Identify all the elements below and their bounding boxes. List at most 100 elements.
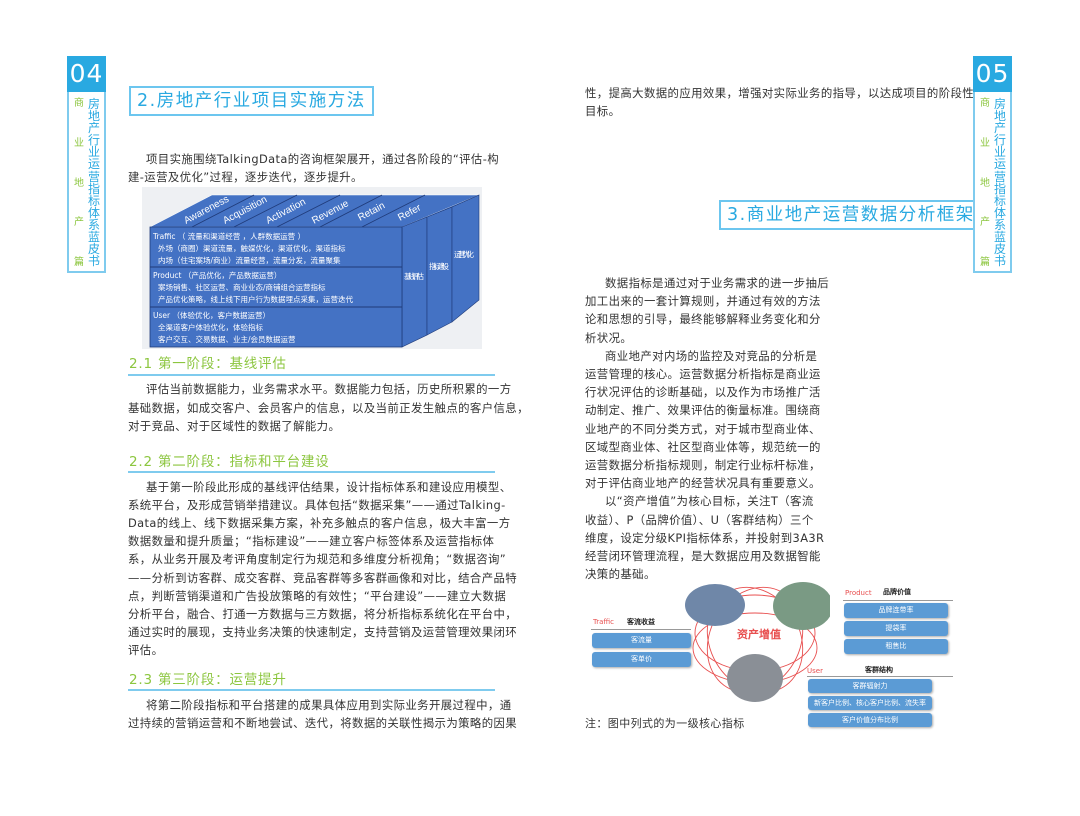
body-line: ——分析到访客群、成交客群、竞品客群等多客群画像和对比，结合产品特 [128,570,518,585]
user-title: 客群结构 [865,666,893,674]
tab-char: 产 [980,217,990,229]
tab-book-title: 房地产行业运营指标体系蓝皮书 [88,97,101,269]
intro-line: 项目实施围绕TalkingData的咨询框架展开，通过各阶段的“评估-构 [146,152,500,166]
section-title: 3.商业地产运营数据分析框架 [719,200,983,230]
figure-center-graphic [685,582,830,702]
metric-box: 提袋率 [844,621,948,636]
diagram-side-label: 运营优化 [454,249,475,259]
body-line: 运营数据分析指标规则，制定行业标杆标准， [585,458,821,472]
body-line: 对于竞品、对于区域性的数据了解能力。 [128,419,341,433]
tab-char: 业 [74,137,84,149]
body-line: 以“资产增值”为核心目标，关注T（客流 [605,494,814,509]
body-line: 决策的基础。 [585,567,656,582]
body-line: 经营闭环管理流程，是大数据应用及数据智能 [585,549,821,563]
tab-char: 商 [980,98,990,109]
body-line: 对于评估商业地产的经营状况具有重要意义。 [585,476,821,491]
body-line: 收益）、P（品牌价值）、U（客群结构）三个 [585,512,814,527]
diagram-row-title: Traffic （ 流量和渠道经营 ，人群数据运营 ） [152,231,305,241]
traffic-title: 客流收益 [627,618,655,626]
figure-note: 注：图中列式的为一级核心指标 [585,717,745,730]
subsection-heading: 2.1 第一阶段：基线评估 [129,356,287,372]
section-title: 2.房地产行业项目实施方法 [129,86,374,116]
body-line: 将第二阶段指标和平台搭建的成果具体应用到实际业务开展过程中，通 [146,698,512,712]
tab-char: 业 [980,137,990,149]
tab-char: 篇 [980,257,990,268]
framework-diagram: Awareness Acquisition Activation Revenue… [142,187,482,349]
page-number: 04 [67,56,106,92]
page-number: 05 [973,56,1012,92]
body-line: 通过实时的展现，支持业务决策的快速制定，支持营销及运营管理效果闭环 [128,624,518,639]
divider [128,374,495,376]
intro-line: 建-运营及优化”过程，逐步迭代，逐步提升。 [128,170,363,184]
body-line: 动制定、推广、效果评估的衡量标准。围绕商 [585,403,821,418]
image-city [773,582,830,630]
diagram-row-item: 客户交互、交易数据、业主/会员数据运营 [158,334,296,344]
image-mall [727,654,783,702]
image-runner [685,584,745,626]
product-title: 品牌价值 [883,588,911,596]
metric-box: 客单价 [592,652,691,667]
diagram-row-item: 产品优化策略，线上线下用户行为数据埋点采集，运营迭代 [158,294,353,304]
body-line: 加工出来的一套计算规则，并通过有效的方法 [585,294,821,309]
metric-box: 客户价值分布比例 [808,713,932,727]
tab-char: 篇 [74,257,84,268]
diagram-row-item: 案场销售、社区运营、商业业态/商铺组合运营指标 [158,282,326,292]
body-line: 业地产的不同分类方式，对于城市型商业体、 [585,421,821,436]
divider [843,600,953,601]
body-line: 分析平台，融合、打通一方数据与三方数据，将分析指标系统化在平台中， [128,606,518,621]
body-line: 区域型商业体、社区型商业体等，规范统一的 [585,439,821,454]
body-line: 论和思想的引导，最终能够解释业务变化和分 [585,312,821,327]
body-line: 点，判断营销渠道和广告投放策略的有效性；“平台建设”——建立大数据 [128,588,507,603]
divider [128,471,495,473]
body-line: 行状况评估的诊断基础，以及作为市场推广活 [585,385,821,400]
body-line: 评估。 [128,642,164,657]
tab-char: 产 [74,217,84,229]
diagram-row-title: Product （产品优化，产品数据运营） [153,270,281,280]
body-line: 基于第一阶段此形成的基线评估结果，设计指标体系和建设应用模型、 [146,480,512,494]
tab-green-text: 商业地产篇 [74,98,86,268]
user-tag: User [807,667,823,675]
body-line: 评估当前数据能力，业务需求水平。数据能力包括，历史所积累的一方 [146,382,512,396]
body-line: 数据数量和提升质量；“指标建设”——建立客户标签体系及运营指标体 [128,534,495,549]
chapter-tab-right: 05 商业地产篇 房地产行业运营指标体系蓝皮书 [973,56,1012,273]
subsection-heading: 2.3 第三阶段：运营提升 [129,672,287,688]
diagram-row-item: 内场（住宅案场/商业）流量经营，流量分发，流量聚集 [158,255,341,265]
metric-box: 租售比 [844,639,948,654]
body-line: 目标。 [585,104,621,118]
tab-green-text: 商业地产篇 [980,98,992,268]
body-line: 数据指标是通过对于业务需求的进一步抽后 [605,276,830,290]
chapter-tab-left: 04 商业地产篇 房地产行业运营指标体系蓝皮书 [67,56,106,273]
tab-book-title: 房地产行业运营指标体系蓝皮书 [994,97,1007,269]
asset-value-figure: 资产增值 Traffic 客流收益 客流量 客单价 Product 品牌价值 品… [585,578,963,730]
tab-char: 商 [74,98,84,109]
body-line: 运营管理的核心。运营数据分析指标是商业运 [585,367,821,381]
traffic-tag: Traffic [593,618,615,626]
center-label: 资产增值 [737,628,781,641]
diagram-front-face [149,226,403,348]
diagram-row-title: User （体验优化，客户数据运营） [153,310,270,320]
metric-box: 客流量 [592,633,691,648]
body-line: 过持续的营销运营和不断地尝试、迭代，将数据的关联性揭示为策略的因果 [128,716,518,731]
divider [128,689,495,691]
body-line: Data的线上、线下数据采集方案，补充多触点的客户信息，极大丰富一方 [128,516,511,531]
tab-char: 地 [74,177,84,189]
metric-box: 品牌连带率 [844,603,948,618]
metric-box: 客群辐射力 [808,679,932,693]
product-tag: Product [845,589,872,597]
body-line: 系统平台，及形成营销举措建议。具体包括“数据采集”——通过Talking- [128,498,506,513]
diagram-side-label: 指标建设 [429,261,450,271]
body-line: 性，提高大数据的应用效果，增强对实际业务的指导，以达成项目的阶段性 [585,86,975,100]
body-line: 基础数据，如成交客户、会员客户的信息，以及当前正发生触点的客户信息， [128,400,529,415]
body-line: 析状况。 [585,330,633,345]
diagram-side-label: 基线评估 [404,271,425,281]
divider [591,629,691,630]
metric-box: 新客户比例、核心客户比例、流失率 [808,696,932,710]
body-line: 商业地产对内场的监控及对竞品的分析是 [605,348,818,363]
tab-char: 地 [980,177,990,189]
divider [807,676,953,677]
diagram-row-item: 外场（商圈）渠道流量，触媒优化，渠道优化，渠道指标 [158,243,346,253]
subsection-heading: 2.2 第二阶段：指标和平台建设 [129,454,330,470]
diagram-row-item: 全渠道客户体验优化，体验指标 [158,322,263,332]
body-line: 系，从业务开展及考评角度制定行为规范和多维度分析视角；“数据咨询” [128,552,507,567]
body-line: 维度，设定分级KPI指标体系，并投射到3A3R [585,530,825,545]
